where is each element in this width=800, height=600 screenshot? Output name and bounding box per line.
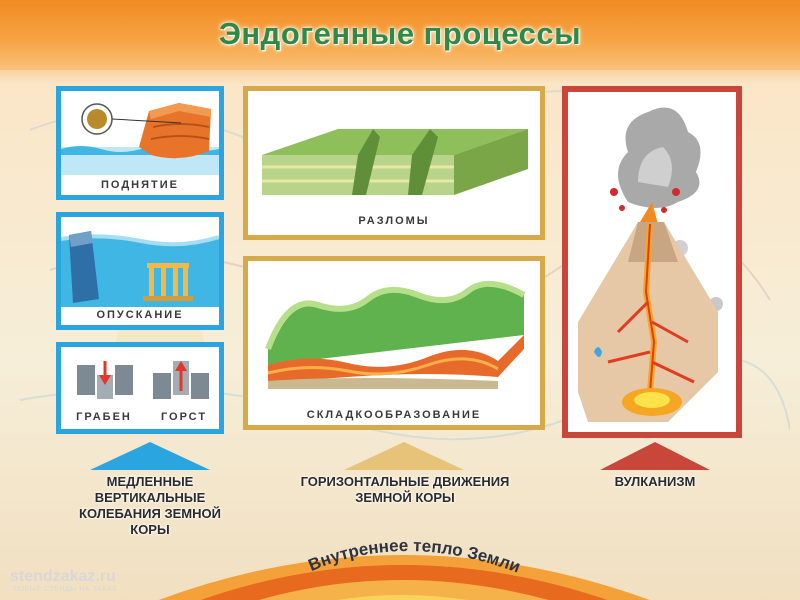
caption-vertical-line-2: ВЕРТИКАЛЬНЫЕ <box>94 490 206 505</box>
label-subsidence: ОПУСКАНИЕ <box>96 309 184 321</box>
panel-faults: РАЗЛОМЫ <box>243 86 545 240</box>
caption-vertical-line-4: КОРЫ <box>130 522 170 537</box>
arrow-vertical <box>90 442 210 470</box>
caption-horizontal-line-1: ГОРИЗОНТАЛЬНЫЕ ДВИЖЕНИЯ <box>300 474 510 489</box>
label-horst: ГОРСТ <box>160 411 208 423</box>
slide-title: Эндогенные процессы <box>218 16 582 51</box>
label-folding: СКЛАДКООБРАЗОВАНИЕ <box>306 409 482 421</box>
header-band <box>0 0 800 70</box>
volcano-illustration <box>568 92 736 432</box>
label-uplift: ПОДНЯТИЕ <box>101 179 179 191</box>
footer-site: stendzakaz.ru <box>10 568 116 585</box>
folding-illustration <box>265 281 526 389</box>
label-graben: ГРАБЕН <box>76 411 132 423</box>
earth-heat-arc: Внутреннее тепло Земли <box>158 536 650 600</box>
footer-tagline: ЛЮБЫЕ СТЕНДЫ НА ЗАКАЗ <box>12 586 117 593</box>
panel-uplift: ПОДНЯТИЕ <box>56 86 224 200</box>
panel-graben-horst: ГРАБЕН ГОРСТ <box>56 342 224 434</box>
caption-horizontal-line-2: ЗЕМНОЙ КОРЫ <box>355 490 455 505</box>
uplift-illustration <box>61 103 219 175</box>
caption-vertical: МЕДЛЕННЫЕ ВЕРТИКАЛЬНЫЕ КОЛЕБАНИЯ ЗЕМНОЙ … <box>60 474 240 538</box>
subsidence-illustration <box>61 219 219 307</box>
panel-subsidence: ОПУСКАНИЕ <box>56 212 224 330</box>
caption-horizontal: ГОРИЗОНТАЛЬНЫЕ ДВИЖЕНИЯ ЗЕМНОЙ КОРЫ <box>270 474 540 506</box>
label-faults: РАЗЛОМЫ <box>358 215 430 227</box>
caption-volcanism: ВУЛКАНИЗМ <box>614 474 696 489</box>
caption-vertical-line-1: МЕДЛЕННЫЕ <box>106 474 194 489</box>
arrow-horizontal <box>344 442 464 470</box>
arrow-volcanism <box>600 442 710 470</box>
faults-illustration <box>262 129 528 195</box>
graben-horst-illustration <box>77 361 209 399</box>
panel-volcanism <box>562 86 742 438</box>
panel-folding: СКЛАДКООБРАЗОВАНИЕ <box>243 256 545 430</box>
caption-vertical-line-3: КОЛЕБАНИЯ ЗЕМНОЙ <box>79 506 221 521</box>
